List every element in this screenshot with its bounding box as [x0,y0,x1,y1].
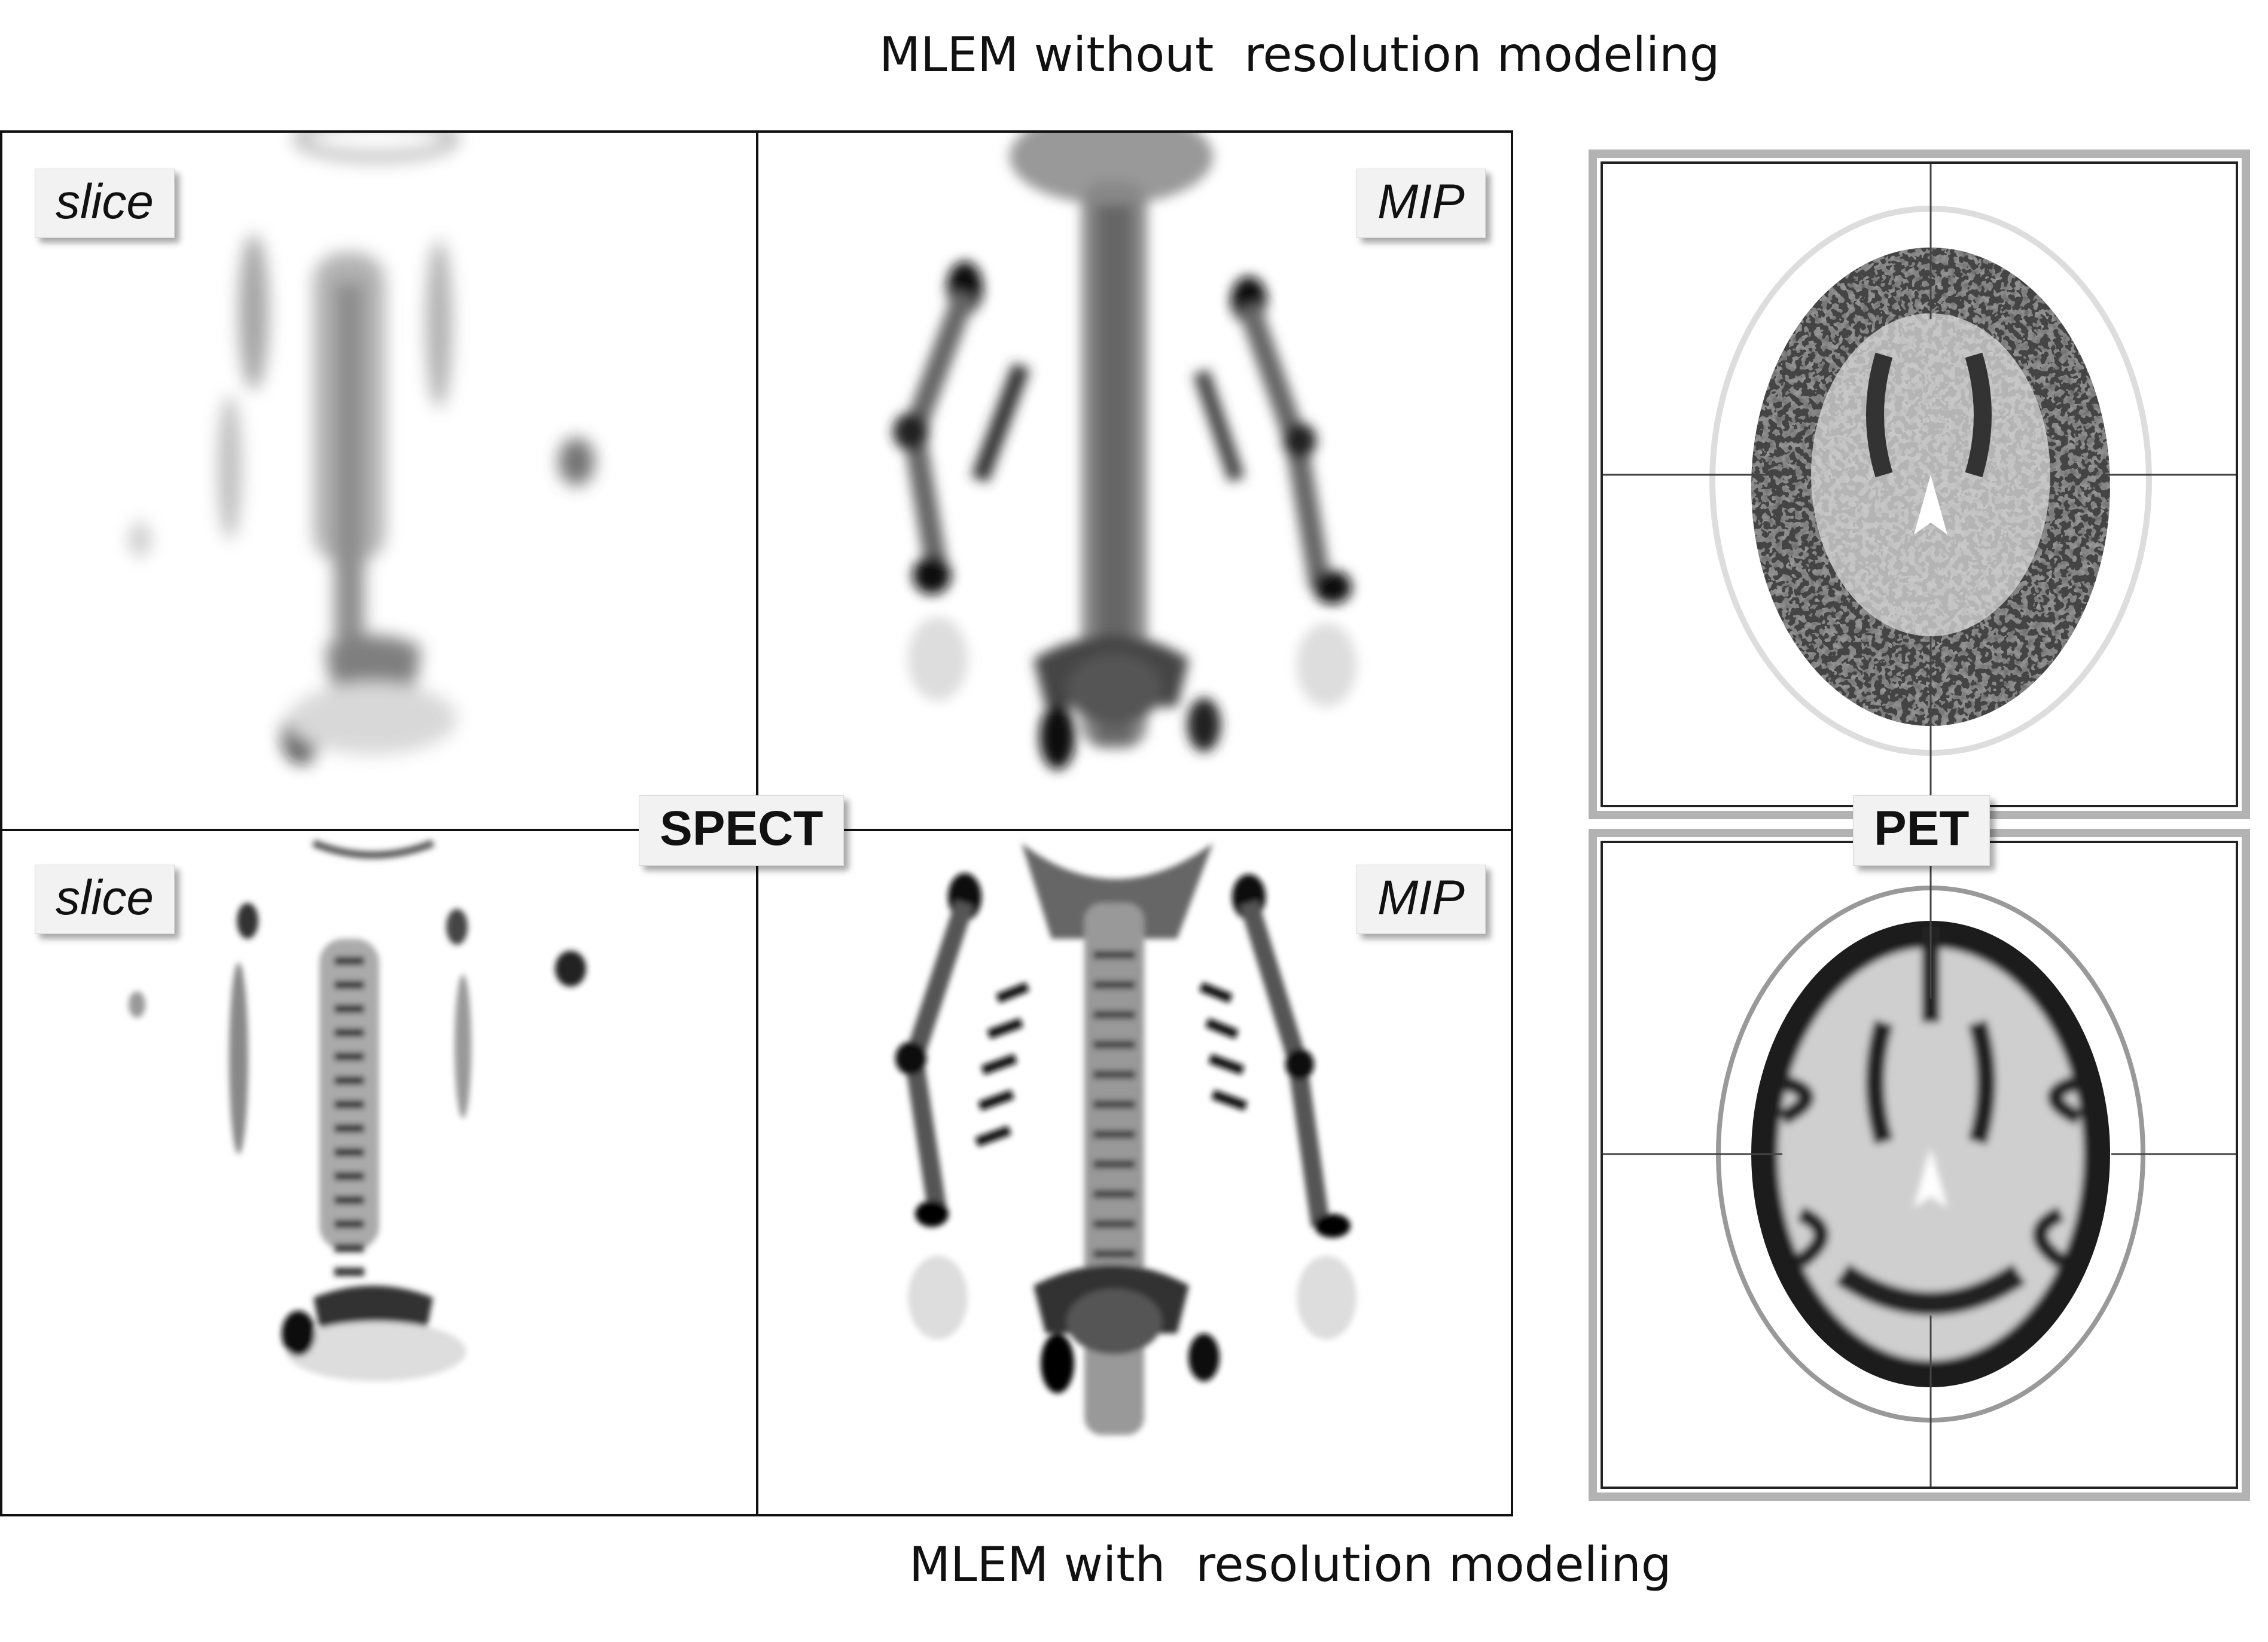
bone-scan-slice-image [129,840,586,1381]
pet-image-area [1601,161,2238,807]
spect-mip-with-resolution-modeling: MIP [758,831,1513,1516]
spect-slice-no-resolution-modeling: slice [2,133,756,829]
pet-panel-no-resolution-modeling [1589,149,2250,819]
brain-axial-image [1603,164,2236,805]
slice-label: slice [35,169,175,238]
caption-with-resolution-modeling: MLEM with resolution modeling [909,1537,1672,1592]
spect-slice-with-resolution-modeling: slice [2,831,756,1516]
bone-scan-mip-image [895,843,1356,1435]
spect-mip-no-resolution-modeling: MIP [758,133,1513,829]
spect-image-grid: slice [0,130,1513,1516]
bone-scan-mip-image [893,133,1356,770]
caption-without-resolution-modeling: MLEM without resolution modeling [879,27,1720,83]
pet-image-area [1601,841,2238,1489]
bone-scan-slice-image [129,133,595,764]
spect-label: SPECT [639,795,845,866]
mip-label: MIP [1356,169,1486,238]
brain-axial-image [1603,843,2236,1487]
mip-label: MIP [1356,865,1486,934]
slice-label: slice [35,865,175,934]
pet-label: PET [1853,795,1990,866]
pet-panel-with-resolution-modeling [1589,829,2250,1501]
